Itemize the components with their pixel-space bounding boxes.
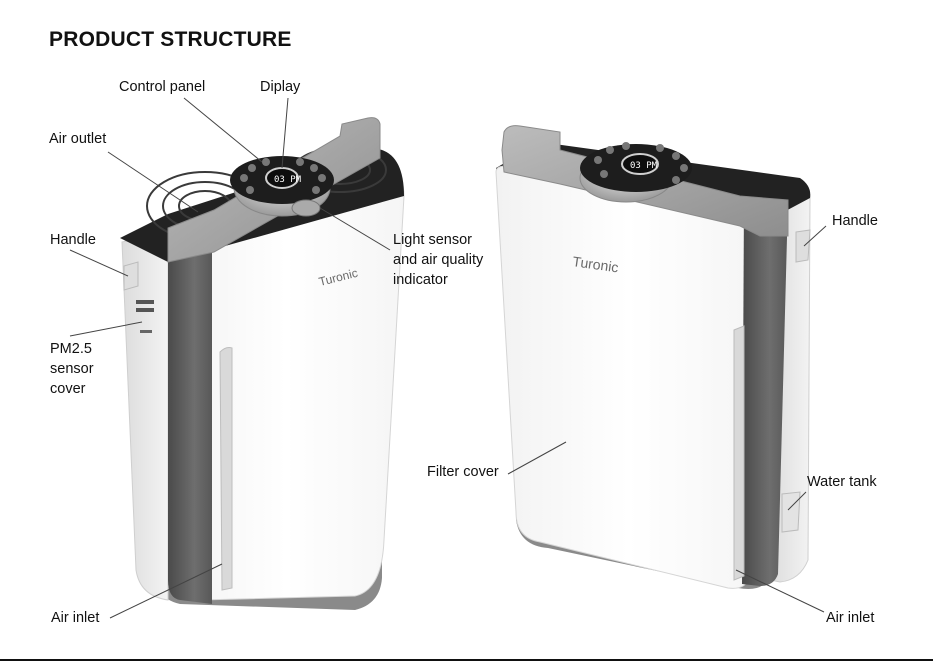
right-inlet-slot <box>734 326 744 580</box>
label-light-sensor-line-3: indicator <box>393 270 483 290</box>
left-side-handle <box>124 262 138 290</box>
label-light-sensor-line-1: Light sensor <box>393 230 483 250</box>
label-air-inlet-left: Air inlet <box>51 608 99 628</box>
label-light-sensor: Light sensor and air quality indicator <box>393 230 483 290</box>
label-water-tank: Water tank <box>807 472 877 492</box>
left-light-sensor <box>292 200 320 216</box>
left-pm-slot-1 <box>136 300 154 304</box>
left-pm-slot-2 <box>136 308 154 312</box>
label-air-inlet-right: Air inlet <box>826 608 874 628</box>
label-pm-line-3: cover <box>50 379 94 399</box>
label-pm-line-1: PM2.5 <box>50 339 94 359</box>
right-side-handle <box>796 230 810 262</box>
left-purifier: 03 PM Turonic <box>120 118 404 610</box>
bottom-rule <box>0 659 933 661</box>
label-display: Diplay <box>260 77 300 97</box>
label-light-sensor-line-2: and air quality <box>393 250 483 270</box>
label-control-panel: Control panel <box>119 77 205 97</box>
right-display-reading: 03 PM <box>630 161 658 171</box>
leader-control-panel <box>184 98 262 162</box>
right-purifier: 03 PM Turonic <box>496 126 810 589</box>
label-air-outlet: Air outlet <box>49 129 106 149</box>
label-pm-sensor-cover: PM2.5 sensor cover <box>50 339 94 399</box>
label-filter-cover: Filter cover <box>427 462 499 482</box>
label-pm-line-2: sensor <box>50 359 94 379</box>
right-front-face <box>496 166 760 588</box>
right-water-tank-detail <box>782 492 800 532</box>
left-dark-panel <box>168 220 212 604</box>
left-display-reading: 03 PM <box>274 175 302 185</box>
leader-handle-left <box>70 250 128 276</box>
leader-air-outlet <box>108 152 198 212</box>
label-handle-left: Handle <box>50 230 96 250</box>
left-pm-slot-3 <box>140 330 152 333</box>
left-inlet-slot <box>220 348 232 591</box>
label-handle-right: Handle <box>832 211 878 231</box>
